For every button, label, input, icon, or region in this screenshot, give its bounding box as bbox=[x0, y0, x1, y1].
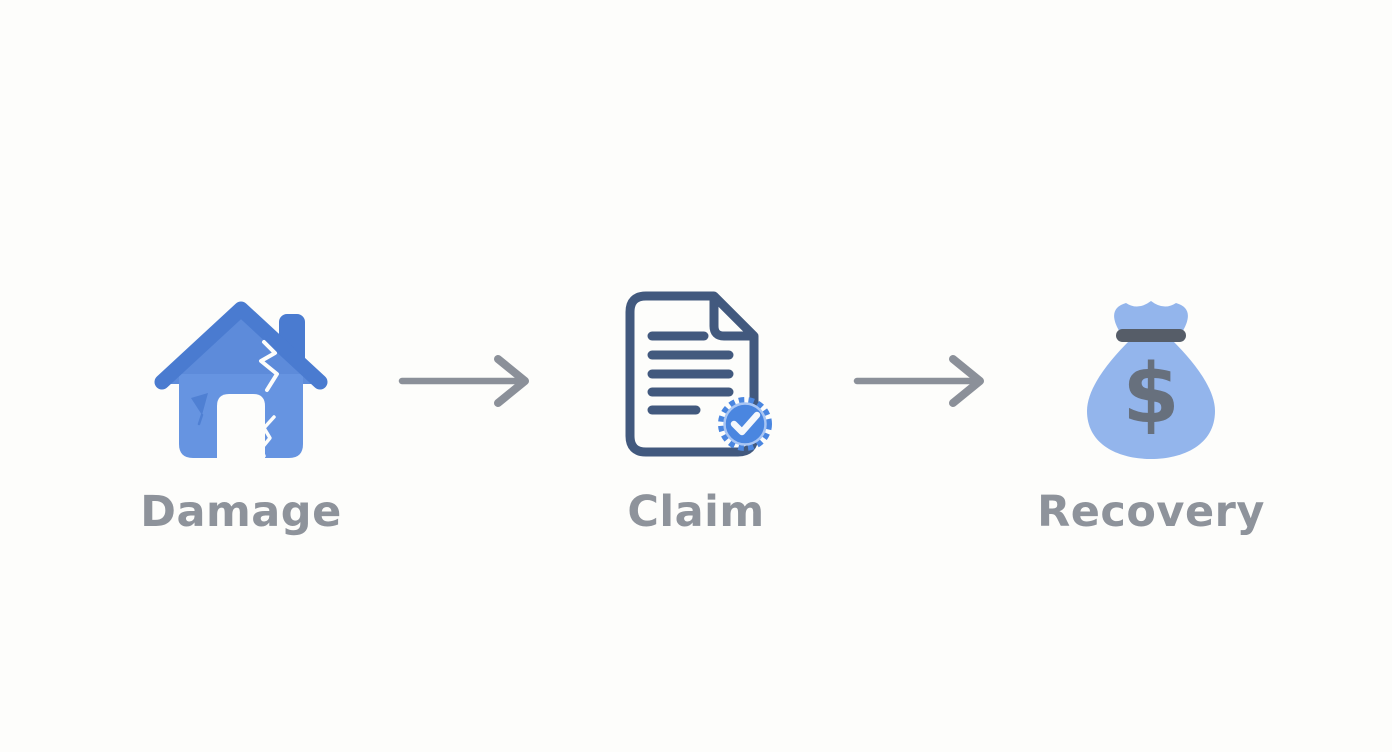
step-damage: Damage bbox=[116, 288, 366, 537]
arrow-right-icon bbox=[849, 288, 999, 473]
flow-row: Damage bbox=[0, 288, 1392, 537]
connector-damage-to-claim bbox=[366, 288, 571, 473]
claim-document-icon bbox=[616, 288, 776, 473]
step-label-damage: Damage bbox=[140, 487, 342, 537]
step-claim: Claim bbox=[571, 288, 821, 537]
approved-check-badge-icon bbox=[718, 397, 772, 451]
step-recovery: $ Recovery bbox=[1026, 288, 1276, 537]
dollar-sign-glyph: $ bbox=[1122, 347, 1179, 442]
arrow-right-icon bbox=[394, 288, 544, 473]
money-bag-icon: $ bbox=[1081, 288, 1221, 473]
step-label-claim: Claim bbox=[627, 487, 765, 537]
connector-claim-to-recovery bbox=[821, 288, 1026, 473]
step-label-recovery: Recovery bbox=[1037, 487, 1265, 537]
damaged-house-icon bbox=[151, 288, 331, 473]
